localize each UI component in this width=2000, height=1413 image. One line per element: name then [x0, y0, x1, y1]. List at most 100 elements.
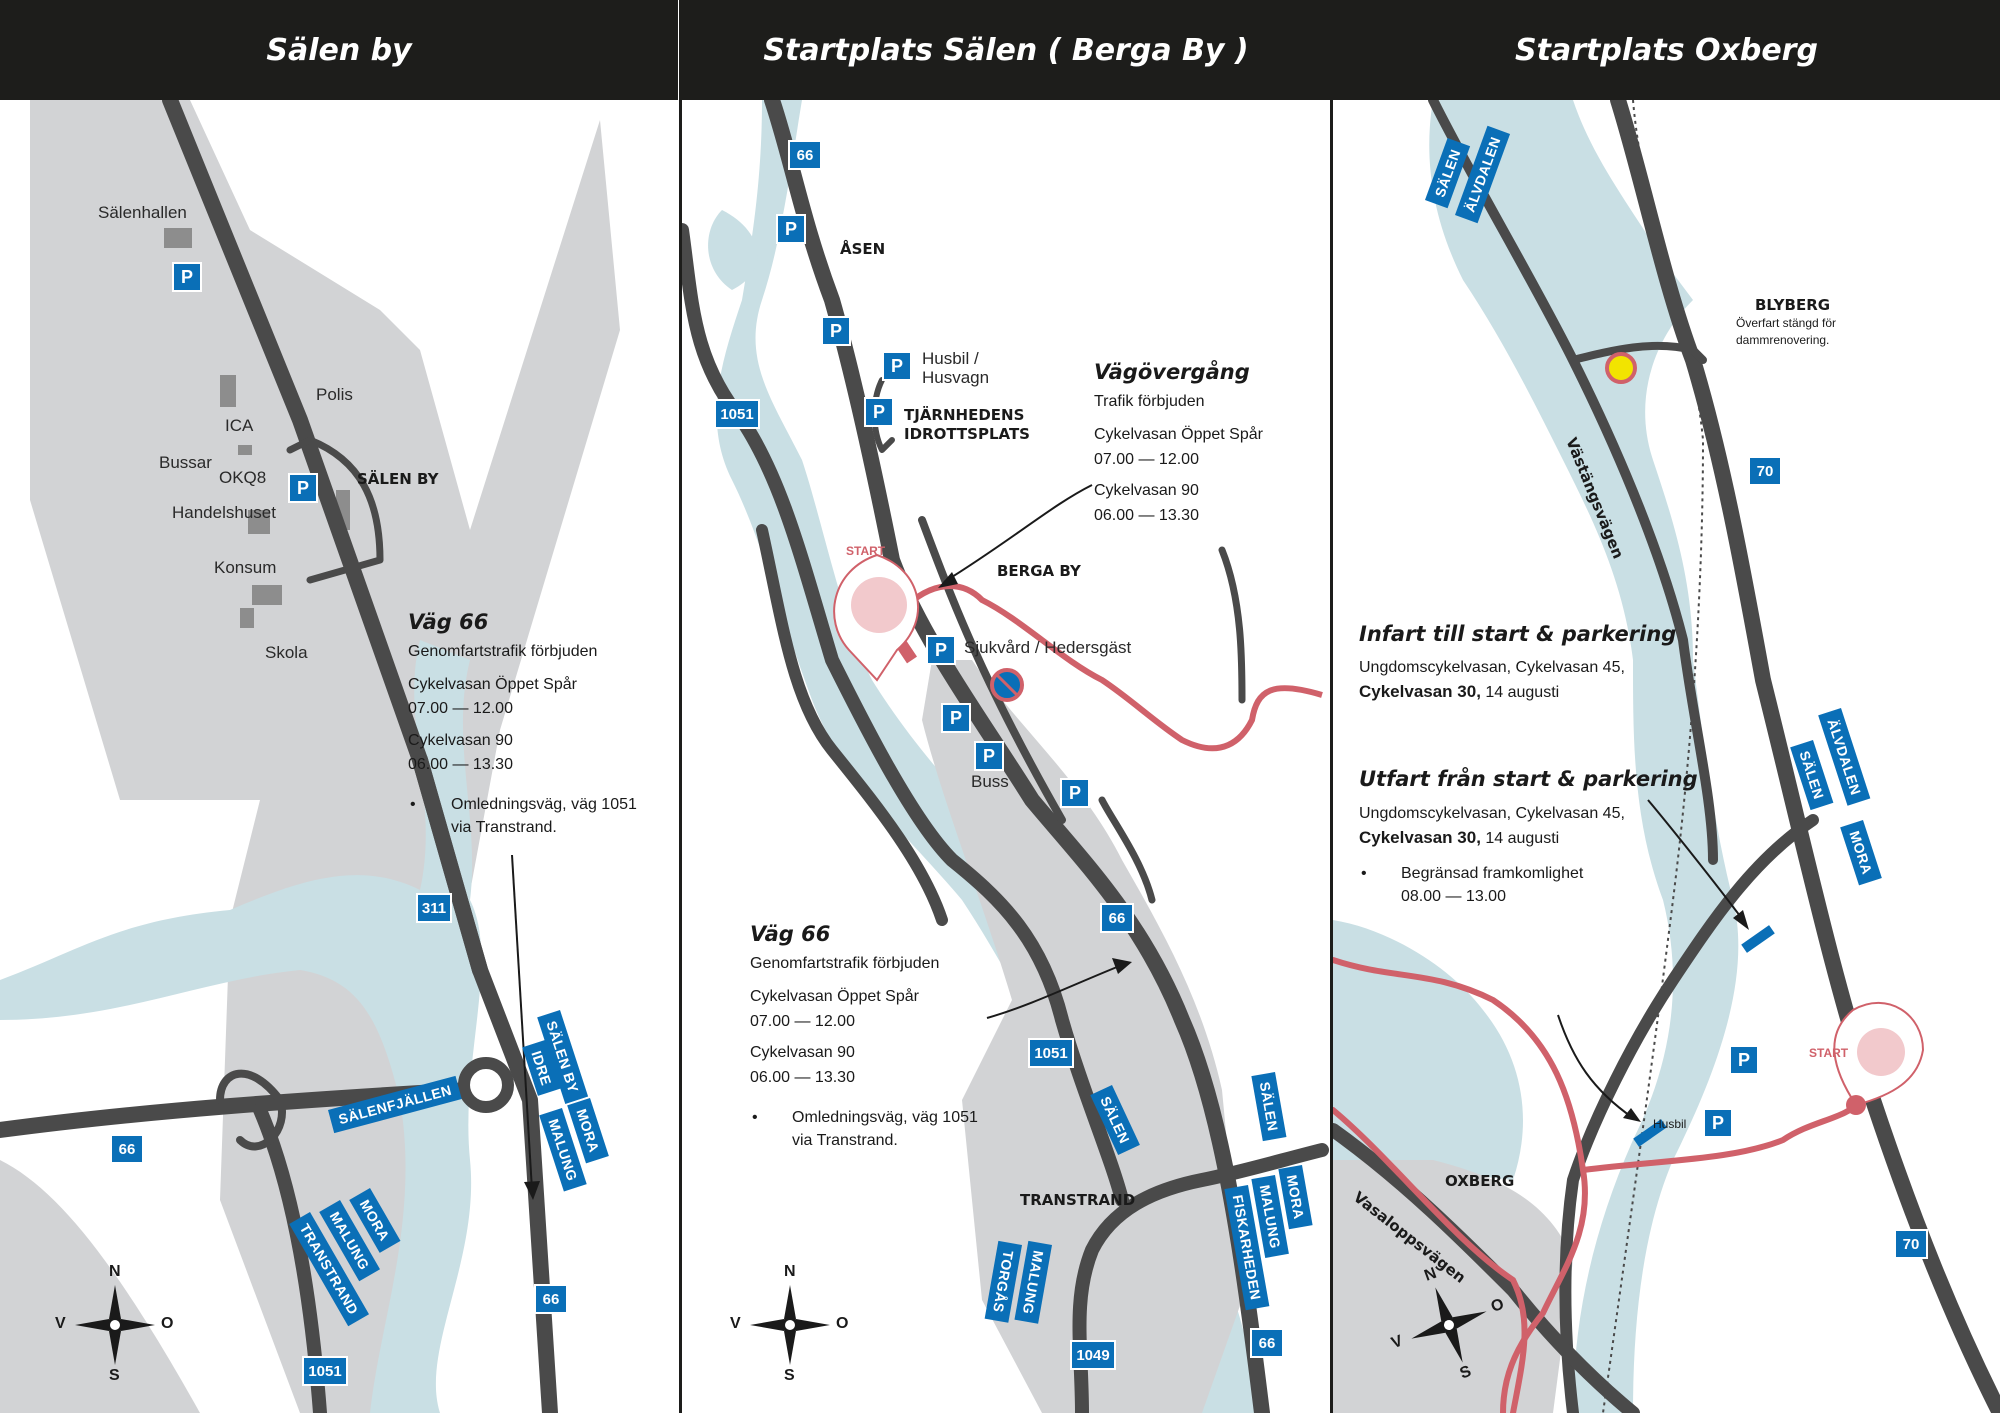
crossing-title: Vägövergång — [1094, 360, 1250, 384]
road66-arrow — [986, 964, 1123, 1019]
info-line: Ungdomscykelvasan, Cykelvasan 45, — [1359, 805, 1625, 822]
compass-s: S — [109, 1367, 120, 1384]
road-70 — [1610, 100, 2000, 1413]
compass-rose: N S V O — [55, 1263, 175, 1385]
label-skola: Skola — [265, 643, 308, 662]
info-subtitle: Genomfartstrafik förbjuden — [750, 955, 940, 972]
info-title: Infart till start & parkering — [1359, 622, 1677, 646]
crossing-subtitle: Trafik förbjuden — [1094, 393, 1205, 410]
start-label: START — [846, 544, 886, 558]
panel-salen-by: Sälen by — [0, 0, 678, 1413]
info-event: Cykelvasan Öppet Spår — [1094, 426, 1263, 443]
info-note: Begränsad framkomlighet — [1401, 865, 1584, 882]
parking-icon: P — [1060, 778, 1090, 808]
label-okq8: OKQ8 — [219, 468, 267, 487]
panel-divider — [1330, 0, 1333, 1413]
info-note: 08.00 — 13.00 — [1401, 888, 1506, 905]
road-number-badge: 1051 — [1028, 1038, 1074, 1068]
label-blyberg: BLYBERG — [1755, 296, 1831, 314]
road-number-badge: 66 — [1250, 1328, 1284, 1358]
label-tjarnheden: TJÄRNHEDENS — [904, 406, 1025, 424]
parking-icon: P — [821, 316, 851, 346]
parking-icon: P — [288, 473, 318, 503]
info-event: Cykelvasan Öppet Spår — [408, 676, 577, 693]
panel-berga-by: Startplats Sälen ( Berga By ) — [682, 0, 1330, 1413]
lake — [708, 210, 758, 290]
road-number-badge: 70 — [1748, 456, 1782, 486]
info-line: Cykelvasan 30, 14 augusti — [1359, 828, 1560, 847]
compass-n: N — [109, 1263, 121, 1280]
road-number-badge: 311 — [416, 893, 452, 923]
road-66 — [764, 100, 1270, 1413]
parking-icon: P — [974, 741, 1004, 771]
roundabout — [458, 1057, 514, 1113]
label-handelshuset: Handelshuset — [172, 503, 276, 522]
river — [1429, 100, 1739, 1413]
road-blyberg — [1569, 341, 1707, 364]
info-title: Väg 66 — [408, 610, 489, 634]
label-buss: Buss — [971, 772, 1009, 791]
bullet: • — [410, 796, 416, 813]
road-number-badge: 66 — [534, 1284, 568, 1314]
race-route — [1580, 1097, 1866, 1173]
label-berga-by: BERGA BY — [997, 562, 1081, 580]
detour-note: Omledningsväg, väg 1051 — [792, 1109, 978, 1126]
compass-o: O — [161, 1315, 174, 1332]
label-ica: ICA — [225, 416, 254, 435]
compass-v: V — [55, 1315, 66, 1332]
label-salenhallen: Sälenhallen — [98, 203, 187, 222]
panel-title: Sälen by — [0, 0, 678, 100]
start-marker — [833, 553, 919, 682]
compass-rose: N S V O — [730, 1263, 850, 1385]
road-number-badge: 1051 — [714, 399, 760, 429]
panel-title: Startplats Sälen ( Berga By ) — [682, 0, 1330, 100]
map-berga-by — [682, 100, 1329, 1413]
label-husbil: Husbil / — [922, 349, 979, 368]
label-bussar: Bussar — [159, 453, 212, 472]
road-vasalopp — [1333, 1123, 1640, 1413]
start-label: START — [1809, 1046, 1849, 1060]
roundabout-link — [216, 1069, 286, 1151]
road-vastang — [1428, 100, 1718, 865]
label-konsum: Konsum — [214, 558, 277, 577]
compass-v: V — [730, 1315, 741, 1332]
left-land — [0, 1160, 200, 1413]
road-number-badge: 66 — [788, 140, 822, 170]
label-sjukvard: Sjukvård / Hedersgäst — [964, 638, 1132, 657]
info-event: Cykelvasan 90 — [750, 1044, 855, 1061]
parking-icon: P — [776, 214, 806, 244]
closure-marker — [1605, 352, 1637, 384]
local-road — [286, 436, 384, 584]
panel-divider — [679, 0, 682, 1413]
info-time: 06.00 — 13.30 — [408, 756, 513, 773]
road-311 — [412, 752, 488, 978]
road-east2 — [1098, 796, 1156, 904]
detour-note: via Transtrand. — [451, 819, 557, 836]
compass-o: O — [836, 1315, 849, 1332]
label-salen-by: SÄLEN BY — [357, 470, 439, 488]
crossing-arrow — [943, 484, 1093, 583]
label-idrottsplats: IDROTTSPLATS — [904, 425, 1030, 443]
detour-note: via Transtrand. — [792, 1132, 898, 1149]
panel-title: Startplats Oxberg — [1333, 0, 2000, 100]
parking-icon: P — [1703, 1108, 1733, 1138]
road-number-badge: 1051 — [302, 1356, 348, 1386]
road-number-badge: 66 — [110, 1134, 144, 1164]
exit-marker — [1633, 1119, 1667, 1147]
closure-arrow — [511, 854, 533, 1191]
parking-icon: P — [941, 703, 971, 733]
map-oxberg — [1333, 100, 2000, 1413]
road-1049 — [1072, 1143, 1329, 1413]
compass-rose: N S V O — [1372, 1248, 1526, 1402]
parking-icon: P — [1729, 1045, 1759, 1075]
start-marker — [1833, 1001, 1925, 1115]
info-time: 07.00 — 12.00 — [750, 1013, 855, 1030]
detour-note: Omledningsväg, väg 1051 — [451, 796, 637, 813]
road-number-badge: 1049 — [1070, 1340, 1116, 1370]
panel-oxberg: Startplats Oxberg — [1333, 0, 2000, 1413]
label-oxberg: OXBERG — [1445, 1172, 1515, 1190]
info-time: 06.00 — 13.30 — [750, 1069, 855, 1086]
map-salen-by — [0, 100, 620, 1413]
river-west — [1333, 920, 1523, 1180]
